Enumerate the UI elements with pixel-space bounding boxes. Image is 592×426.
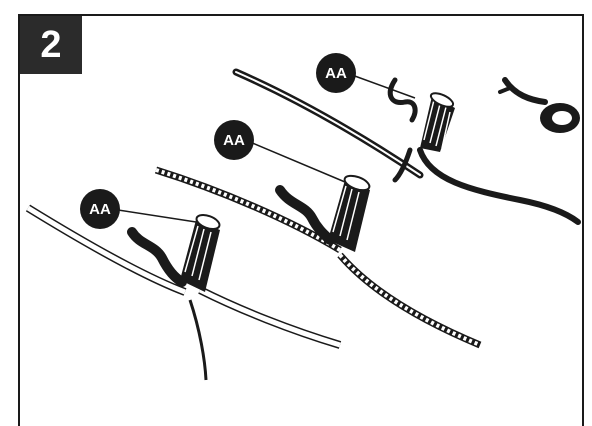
callout-badge-2: AA [214, 120, 254, 160]
callout-label-3: AA [89, 201, 111, 218]
callout-leader-1 [351, 74, 416, 99]
step-number-badge: 2 [20, 16, 82, 74]
callout-leader-3 [117, 209, 197, 223]
callout-label-2: AA [223, 132, 245, 149]
middle-hand-icon [275, 185, 335, 245]
callout-badge-1: AA [316, 53, 356, 93]
top-wire-nut-icon [420, 92, 455, 152]
middle-wire-nut-icon [328, 174, 371, 252]
callout-label-1: AA [325, 65, 347, 82]
lower-hand-icon [127, 227, 187, 287]
loose-wire-nut-icon [498, 77, 580, 133]
lower-wire-assembly [25, 204, 342, 381]
top-wire-assembly [232, 68, 581, 225]
middle-wire-outgoing [337, 252, 482, 349]
callout-leader-2 [249, 141, 346, 183]
top-wire-outgoing [417, 147, 581, 225]
callout-badge-3: AA [80, 189, 120, 229]
lower-wire-nut-icon [180, 214, 221, 292]
top-hand-icon [387, 77, 418, 123]
middle-wire-assembly [154, 166, 482, 349]
